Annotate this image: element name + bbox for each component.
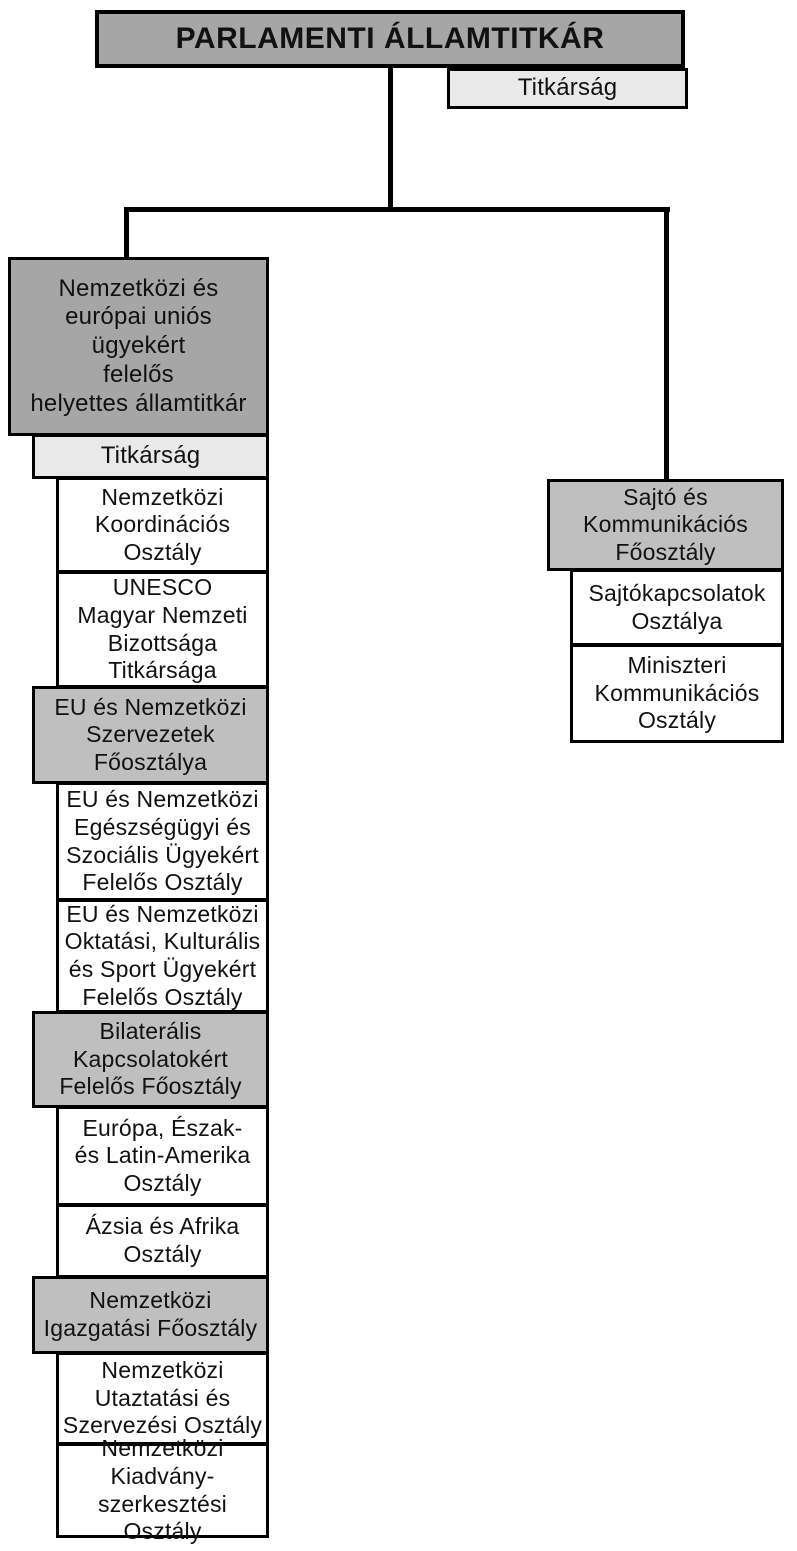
node-parlamenti-allamtitkar: PARLAMENTI ÁLLAMTITKÁR <box>95 10 685 68</box>
node-nemzetkozi-kiadvanyszerkesztesi-osztaly: Nemzetközi Kiadvány- szerkesztési Osztál… <box>56 1435 269 1544</box>
connector-root-vertical <box>388 68 393 211</box>
connector-branch-horizontal <box>124 207 670 212</box>
node-sajto-es-kommunikacios-foosztaly: Sajtó és Kommunikációs Főosztály <box>547 479 784 571</box>
node-miniszteri-kommunikacios-osztaly: Miniszteri Kommunikációs Osztály <box>570 644 784 743</box>
node-azsia-es-afrika-osztaly: Ázsia és Afrika Osztály <box>56 1204 269 1278</box>
node-europa-eszak-es-latin-amerika-osztaly: Európa, Észak- és Latin-Amerika Osztály <box>56 1106 269 1206</box>
connector-left-branch-vertical <box>124 207 129 259</box>
node-sajtokapcsolatok-osztalya: Sajtókapcsolatok Osztálya <box>570 569 784 646</box>
node-bilateralis-kapcsolatokert-felelos-foosztaly: Bilaterális Kapcsolatokért Felelős Főosz… <box>32 1011 269 1108</box>
node-eu-egeszsegugyi-es-szocialis-ugyekert-felelos-osztaly: EU és Nemzetközi Egészségügyi és Szociál… <box>56 782 269 901</box>
node-deputy-titkarsag: Titkárság <box>32 434 269 479</box>
node-eu-es-nemzetkozi-szervezetek-foosztalya: EU és Nemzetközi Szervezetek Főosztálya <box>32 686 269 784</box>
node-nemzetkozi-igazgatasi-foosztaly: Nemzetközi Igazgatási Főosztály <box>32 1276 269 1354</box>
node-helyettes-allamtitkar: Nemzetközi és európai uniós ügyekért fel… <box>8 257 269 436</box>
node-nemzetkozi-utaztatasi-es-szervezesi-osztaly: Nemzetközi Utaztatási és Szervezési Oszt… <box>56 1352 269 1445</box>
node-eu-oktatasi-kulturalis-es-sport-ugyekert-felelos-osztaly: EU és Nemzetközi Oktatási, Kulturális és… <box>56 899 269 1013</box>
node-unesco-magyar-nemzeti-bizottsaga-titkarsaga: UNESCO Magyar Nemzeti Bizottsága Titkárs… <box>56 571 269 688</box>
node-root-titkarsag: Titkárság <box>447 68 688 109</box>
node-nemzetkozi-koordinacios-osztaly: Nemzetközi Koordinációs Osztály <box>56 477 269 573</box>
connector-right-branch-vertical <box>664 207 669 482</box>
